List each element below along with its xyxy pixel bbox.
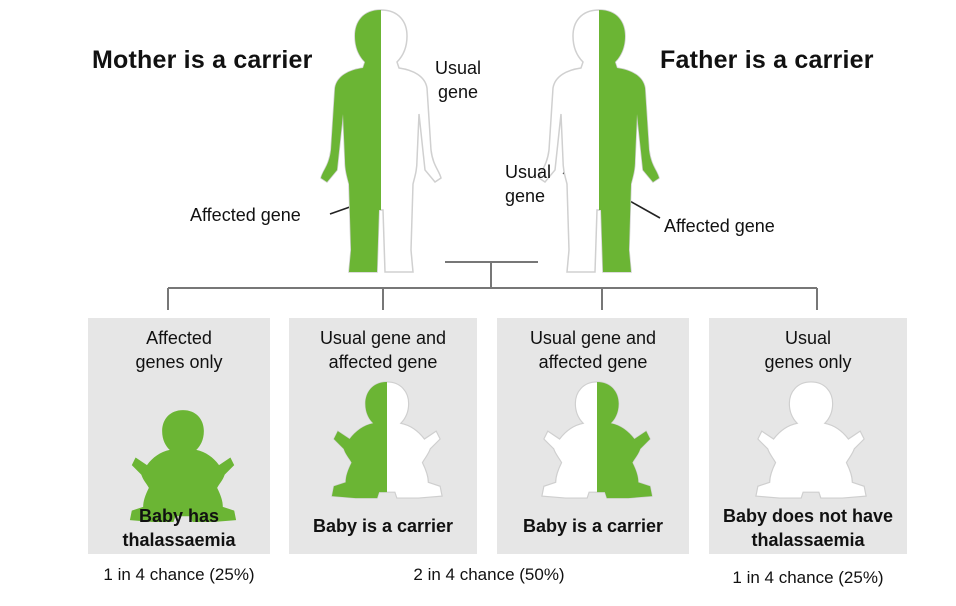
father-title: Father is a carrier [660, 46, 874, 75]
outcome-box-carrier-2: Usual gene and affected gene Baby is a c… [497, 318, 689, 554]
outcome-result: Baby has thalassaemia [88, 504, 270, 552]
baby-figure-unaffected [753, 380, 869, 502]
outcome-box-affected: Affected genes only Baby has thalassaemi… [88, 318, 270, 554]
outcome-heading: Affected genes only [88, 326, 270, 374]
family-tree-lines [168, 262, 817, 310]
baby-figure-carrier-left [329, 380, 445, 502]
outcome-heading: Usual genes only [709, 326, 907, 374]
outcome-box-unaffected: Usual genes only Baby does not have thal… [709, 318, 907, 554]
outcome-result: Baby is a carrier [289, 514, 477, 538]
outcome-heading: Usual gene and affected gene [497, 326, 689, 374]
chance-unaffected: 1 in 4 chance (25%) [709, 568, 907, 588]
father-usual-gene-label: Usual gene [505, 160, 565, 208]
outcome-box-carrier-1: Usual gene and affected gene Baby is a c… [289, 318, 477, 554]
outcome-result: Baby is a carrier [497, 514, 689, 538]
father-figure [538, 8, 660, 276]
outcome-result: Baby does not have thalassaemia [709, 504, 907, 552]
father-affected-gene-label: Affected gene [664, 214, 775, 238]
mother-title: Mother is a carrier [92, 46, 313, 75]
chance-affected: 1 in 4 chance (25%) [88, 565, 270, 585]
outcome-heading: Usual gene and affected gene [289, 326, 477, 374]
mother-figure [320, 8, 442, 276]
baby-figure-carrier-right [539, 380, 655, 502]
mother-usual-gene-label: Usual gene [418, 56, 498, 104]
mother-affected-gene-label: Affected gene [190, 203, 301, 227]
chance-carrier: 2 in 4 chance (50%) [289, 565, 689, 585]
